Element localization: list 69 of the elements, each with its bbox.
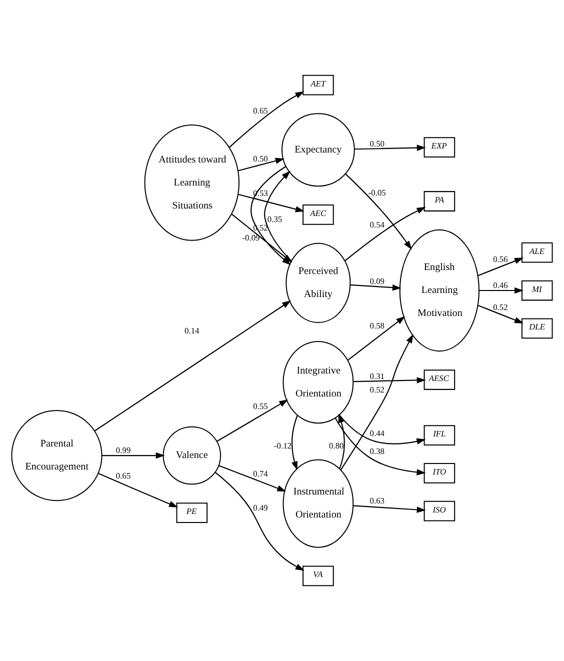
edge-label: 0.99 — [116, 445, 131, 456]
edge-label: 0.63 — [370, 496, 384, 506]
arrow — [345, 173, 412, 250]
node-box: IFL — [424, 425, 456, 446]
arrow — [338, 414, 426, 444]
edge-label: 0.35 — [267, 214, 282, 224]
node-box: ALE — [521, 242, 553, 263]
arrow — [478, 258, 524, 276]
arrow — [238, 194, 304, 212]
arrow — [214, 472, 304, 571]
arrow — [94, 300, 292, 432]
arrow — [216, 399, 288, 442]
node-ellipse: English Learning Motivation — [399, 229, 480, 352]
edge-label: 0.74 — [253, 468, 268, 479]
arrow — [354, 144, 426, 151]
edge-label: 0.58 — [370, 320, 384, 330]
edge-label: 0.65 — [253, 106, 268, 116]
arrow — [347, 316, 406, 361]
edge-label: 0.54 — [370, 219, 384, 230]
edge-label: 0.50 — [253, 154, 268, 164]
node-box: MI — [521, 280, 553, 301]
edge-label: -0.05 — [368, 187, 386, 198]
arrow — [338, 414, 345, 469]
node-circle: Parental Encouragement — [11, 410, 102, 502]
arrow — [228, 91, 304, 148]
arrow — [218, 465, 286, 492]
edge-label: 0.44 — [370, 428, 384, 438]
arrow — [238, 158, 284, 172]
arrow — [250, 166, 291, 266]
edge-label: -0.12 — [274, 440, 292, 451]
edge-label: 0.52 — [370, 384, 384, 394]
node-box: ISO — [424, 500, 456, 522]
edge-label: 0.09 — [370, 276, 384, 286]
node-box: AET — [302, 74, 334, 96]
arrow — [353, 505, 426, 513]
arrow — [478, 304, 524, 324]
edge-label: 0.80 — [329, 440, 344, 450]
arrow — [344, 206, 426, 262]
arrow — [102, 452, 165, 459]
arrow — [350, 284, 402, 291]
node-ellipse: Attitudes toward Learning Situations — [144, 124, 240, 241]
arrow — [98, 472, 178, 508]
arrow — [340, 334, 414, 470]
edge-label: 0.65 — [116, 470, 131, 480]
node-box: VA — [302, 566, 334, 586]
edge-label: -0.09 — [242, 232, 260, 242]
arrow — [264, 170, 292, 262]
arrow — [479, 287, 524, 294]
edge-label: 0.52 — [493, 302, 508, 312]
arrow — [334, 418, 426, 476]
edge-label: 0.46 — [493, 280, 508, 290]
edge-label: 0.49 — [253, 502, 268, 512]
node-box: AESC — [424, 370, 456, 390]
node-ellipse: Perceived Ability — [286, 242, 351, 323]
node-box: EXP — [424, 137, 456, 158]
edge-label: 0.56 — [493, 254, 508, 264]
node-box: ITO — [424, 463, 456, 484]
arrow — [291, 415, 298, 470]
edge-label: 0.50 — [370, 138, 384, 149]
node-circle: Valence — [162, 426, 222, 485]
node-box: AEC — [302, 204, 334, 225]
edge-label: 0.14 — [184, 325, 200, 336]
edge-label: 0.38 — [370, 446, 384, 456]
edge-label: 0.55 — [253, 401, 268, 412]
node-box: PE — [176, 502, 208, 523]
arrow — [353, 377, 426, 384]
node-box: DLE — [521, 318, 553, 339]
node-box: PA — [424, 191, 456, 212]
edge-label: 0.31 — [370, 370, 384, 381]
